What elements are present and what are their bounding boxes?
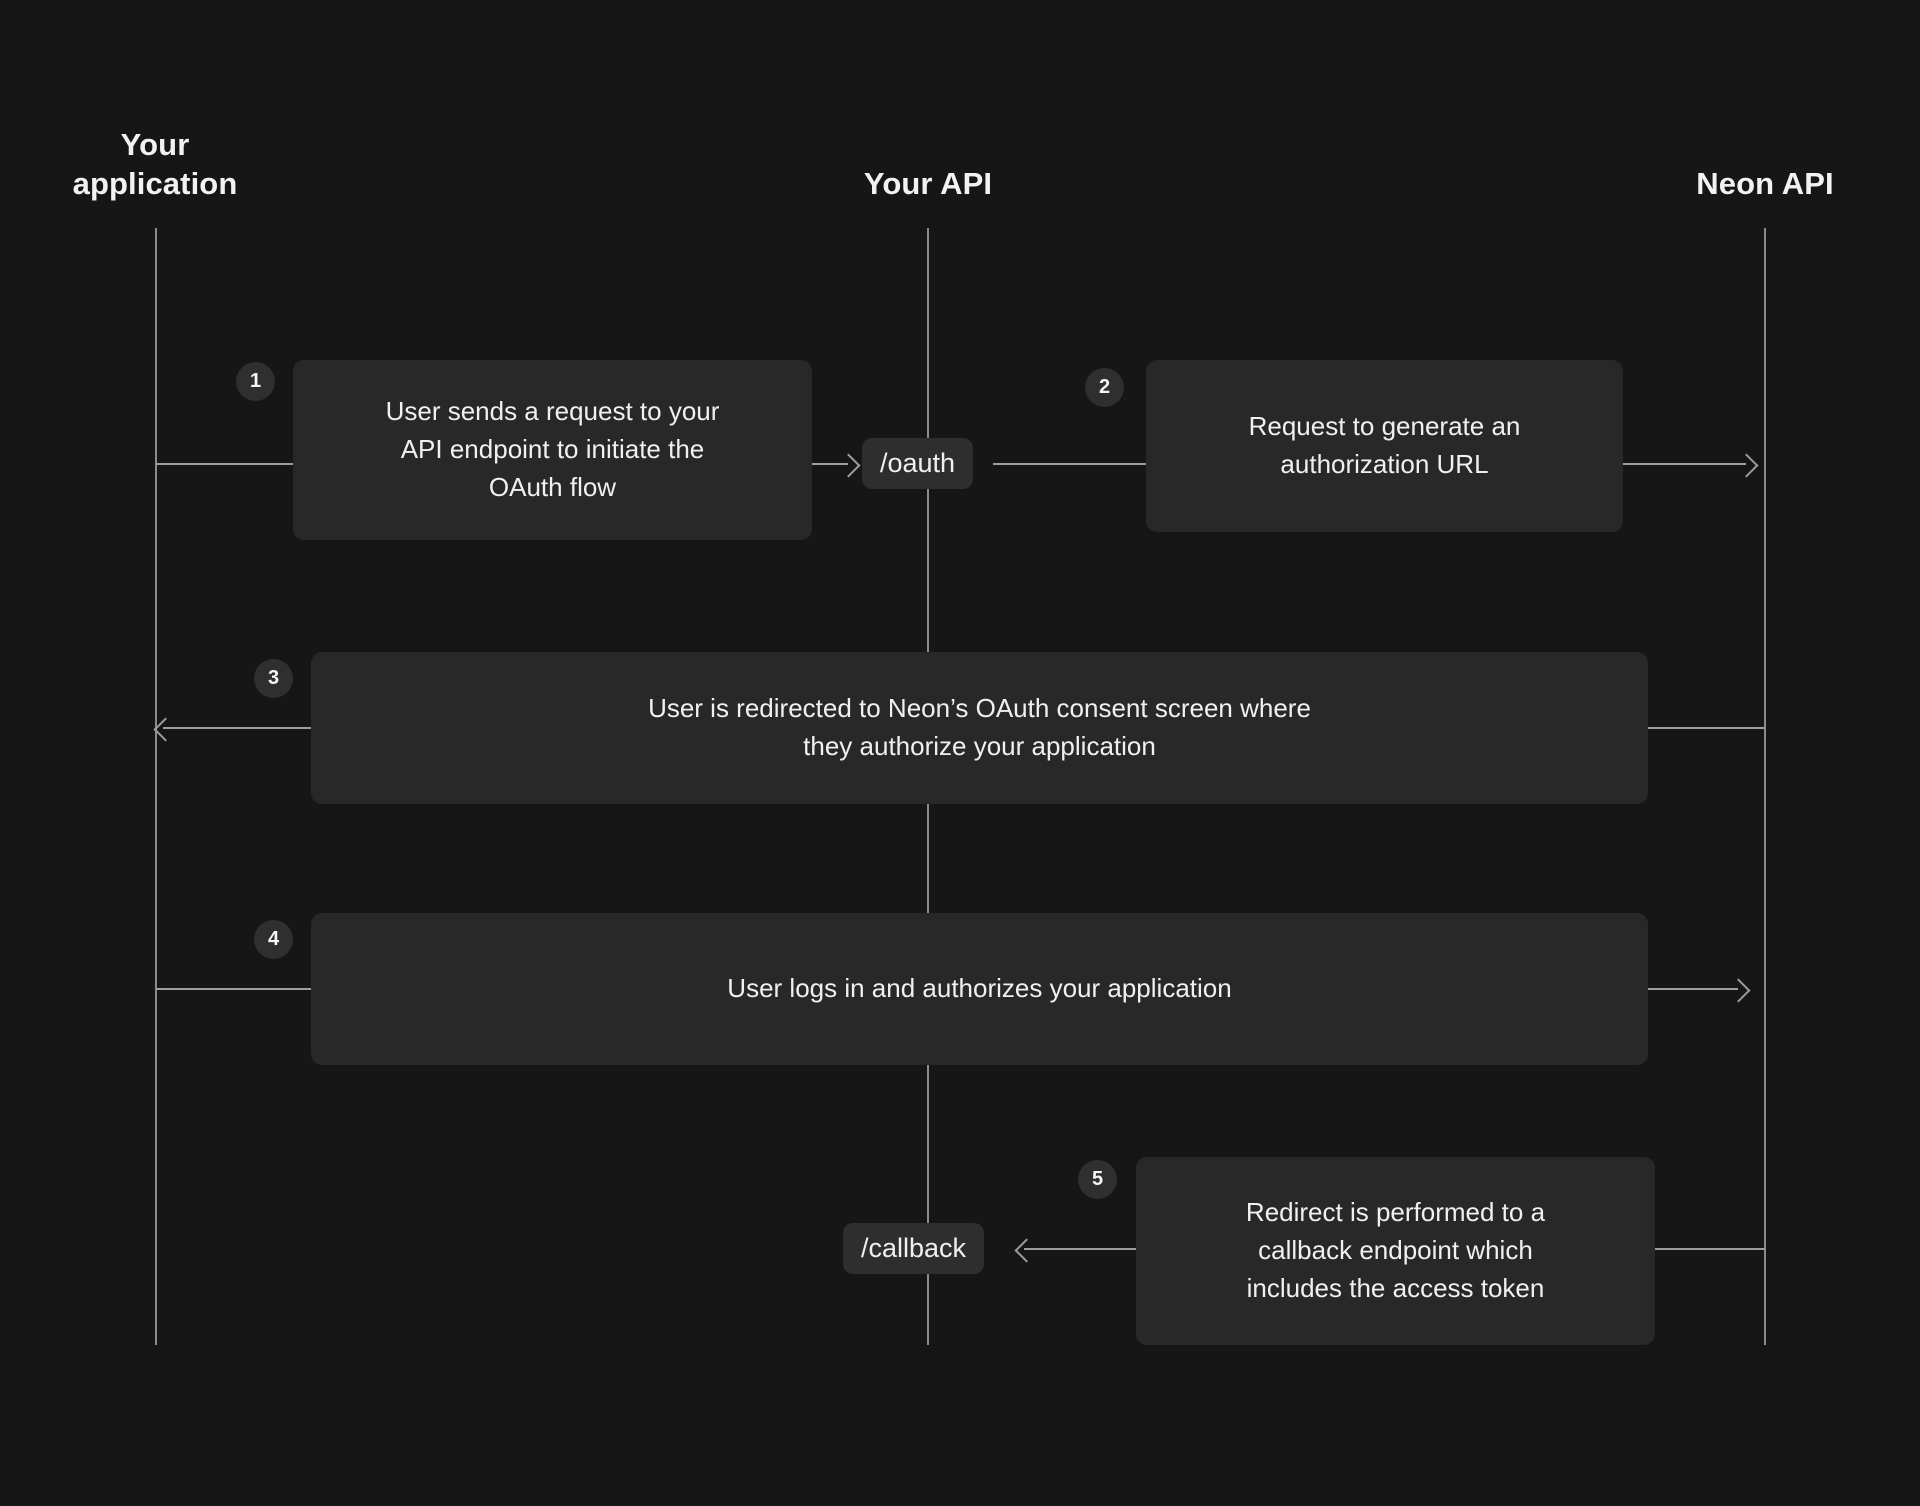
connector-step-2-left (993, 463, 1146, 465)
column-header-neon-api: Neon API (1696, 166, 1834, 201)
message-box-step-2: Request to generate an authorization URL (1146, 360, 1623, 532)
message-text-step-2: Request to generate an authorization URL (1248, 411, 1521, 479)
lifeline-your-application (155, 228, 157, 1345)
arrowhead-step-5 (1014, 1238, 1039, 1263)
connector-step-5-left (1024, 1248, 1136, 1250)
column-header-your-api: Your API (863, 166, 993, 201)
message-box-step-4: User logs in and authorizes your applica… (311, 913, 1648, 1065)
step-badge-1: 1 (236, 362, 275, 401)
step-badge-3: 3 (254, 659, 293, 698)
connector-step-5-right (1655, 1248, 1765, 1250)
connector-step-4-left (156, 988, 311, 990)
endpoint-label-callback: /callback (861, 1233, 967, 1263)
connector-step-4-right (1648, 988, 1738, 990)
endpoint-pill-oauth[interactable]: /oauth (862, 438, 974, 489)
endpoint-label-oauth: /oauth (880, 448, 956, 478)
connector-step-1-right (812, 463, 848, 465)
endpoint-pill-callback[interactable]: /callback (843, 1223, 985, 1274)
step-badge-4: 4 (254, 920, 293, 959)
message-box-step-5: Redirect is performed to a callback endp… (1136, 1157, 1655, 1345)
step-badge-2: 2 (1085, 368, 1124, 407)
step-badge-5: 5 (1078, 1160, 1117, 1199)
message-box-step-3: User is redirected to Neon’s OAuth conse… (311, 652, 1648, 804)
connector-step-3-left (163, 727, 311, 729)
arrowhead-step-1 (836, 453, 861, 478)
arrowhead-step-3 (153, 717, 178, 742)
message-box-step-1: User sends a request to your API endpoin… (293, 360, 812, 540)
column-header-your-application: Your application (72, 127, 238, 202)
message-text-step-3: User is redirected to Neon’s OAuth conse… (648, 693, 1311, 761)
connector-step-2-right (1623, 463, 1746, 465)
arrowhead-step-2 (1734, 453, 1759, 478)
arrowhead-step-4 (1726, 978, 1751, 1003)
connector-step-3-right (1648, 727, 1765, 729)
lifeline-neon-api (1764, 228, 1766, 1345)
message-text-step-5: Redirect is performed to a callback endp… (1245, 1197, 1546, 1303)
message-text-step-1: User sends a request to your API endpoin… (385, 396, 720, 502)
message-text-step-4: User logs in and authorizes your applica… (727, 973, 1232, 1004)
connector-step-1-left (156, 463, 293, 465)
